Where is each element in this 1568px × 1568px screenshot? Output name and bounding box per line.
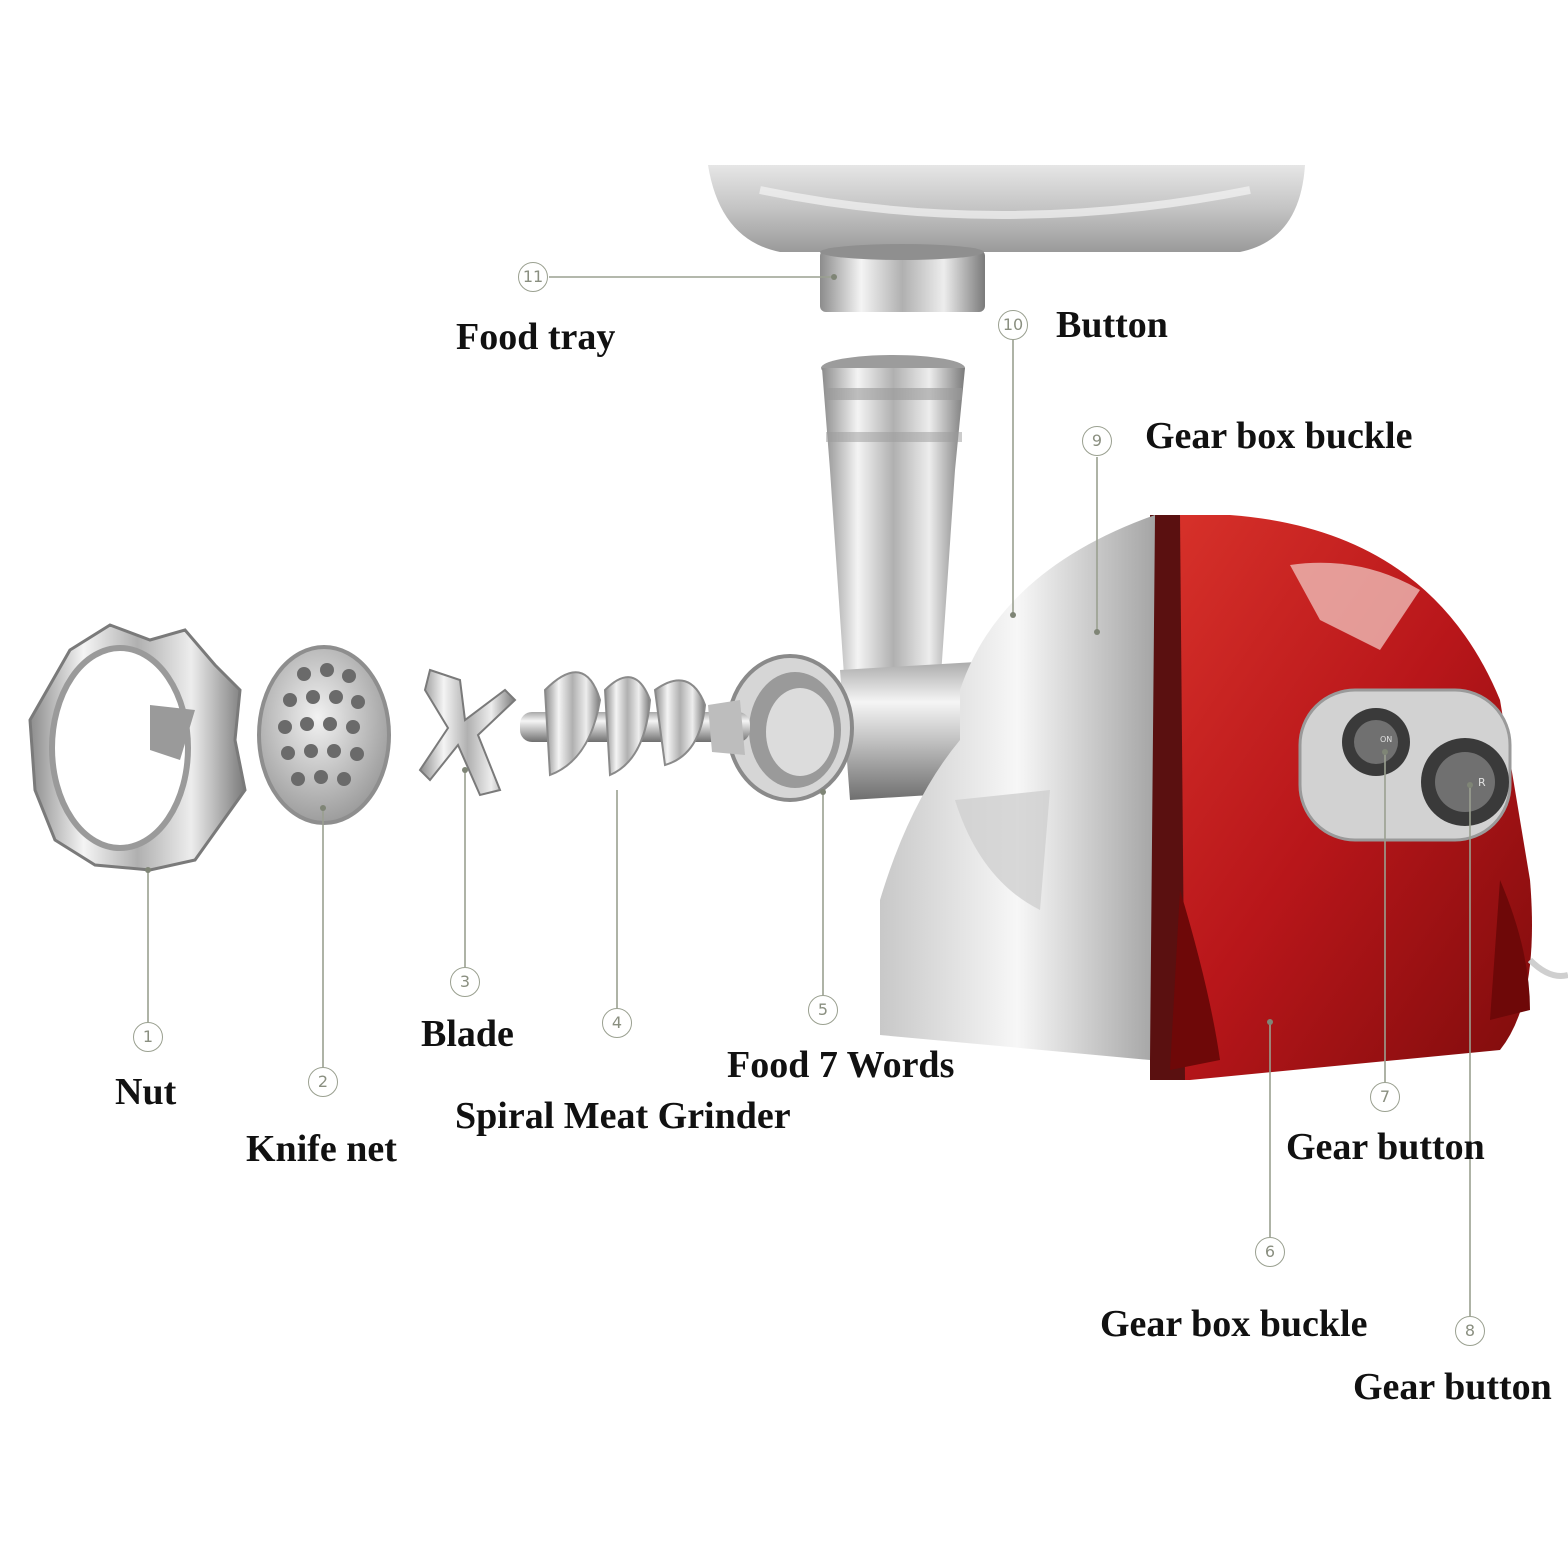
callout-11: 11 — [518, 262, 548, 292]
callout-9: 9 — [1082, 426, 1112, 456]
label-nut: Nut — [115, 1071, 177, 1113]
label-gear-box-buckle-9: Gear box buckle — [1145, 415, 1413, 457]
label-knife-net: Knife net — [246, 1128, 397, 1170]
motor-body-illustration — [880, 515, 1568, 1080]
switch-1-marking: ON — [1380, 735, 1393, 744]
label-gear-box-buckle-6: Gear box buckle — [1100, 1303, 1368, 1345]
nut-illustration — [28, 623, 247, 872]
leader-endpoints — [145, 274, 1473, 1025]
label-food-tray: Food tray — [456, 316, 616, 358]
food-tray-illustration — [708, 165, 1305, 312]
label-button: Button — [1056, 304, 1168, 346]
label-gear-button-7: Gear button — [1286, 1126, 1485, 1168]
callout-7: 7 — [1370, 1082, 1400, 1112]
callout-5: 5 — [808, 995, 838, 1025]
spiral-auger-illustration — [520, 671, 750, 777]
callout-10: 10 — [998, 310, 1028, 340]
label-food-7-words: Food 7 Words — [727, 1044, 955, 1086]
callout-4: 4 — [602, 1008, 632, 1038]
label-gear-button-8: Gear button — [1353, 1366, 1552, 1408]
switch-2-marking: R — [1478, 776, 1486, 789]
label-spiral-meat-grinder: Spiral Meat Grinder — [455, 1095, 791, 1137]
leader-lines — [147, 276, 1471, 1316]
blade-illustration — [418, 668, 517, 797]
callout-8: 8 — [1455, 1316, 1485, 1346]
callout-6: 6 — [1255, 1237, 1285, 1267]
label-blade: Blade — [421, 1013, 514, 1055]
callout-1: 1 — [133, 1022, 163, 1052]
callout-2: 2 — [308, 1067, 338, 1097]
knife-net-illustration — [257, 645, 391, 825]
callout-3: 3 — [450, 967, 480, 997]
